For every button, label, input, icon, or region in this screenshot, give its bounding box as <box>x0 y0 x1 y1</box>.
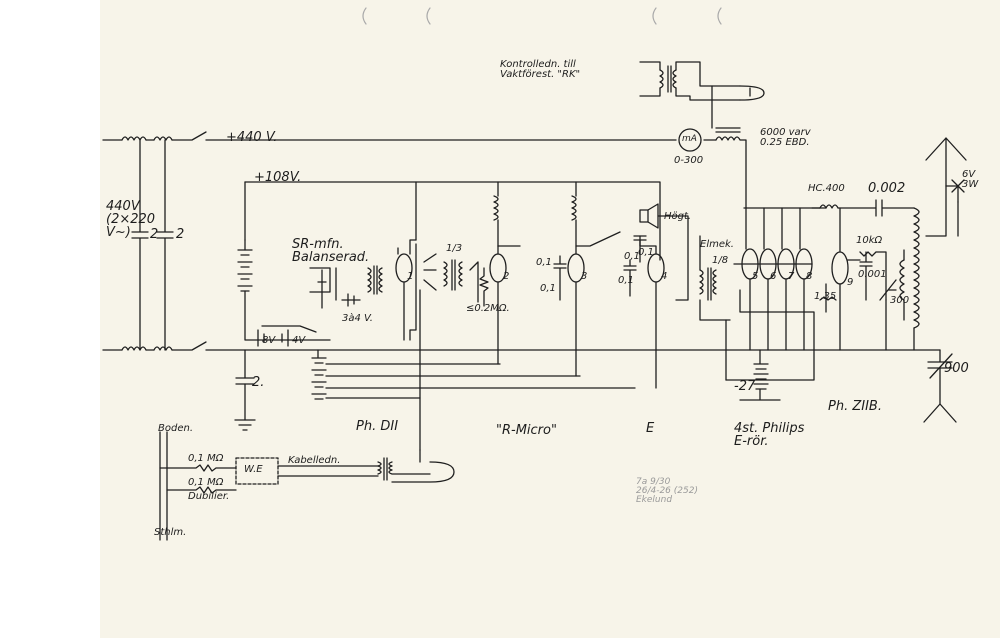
line-resistor-2: 0,1 MΩ <box>188 477 224 488</box>
filament-4v: 4V <box>292 335 306 346</box>
we-box-label: W.E <box>244 464 263 475</box>
pencil-notes: 7a 9/30 26/4-26 (252) Ekelund <box>636 477 698 505</box>
grid-leak-value: ≤0.2MΩ. <box>466 303 510 314</box>
tube-8-number: 8 <box>806 271 813 282</box>
cap-left-value: 2 <box>150 227 159 242</box>
filament-battery <box>257 325 317 347</box>
elmek-label: Elmek. <box>700 239 734 250</box>
bias-battery <box>311 349 636 400</box>
neg-bias-battery <box>739 349 781 401</box>
mains-capacitors <box>131 139 174 351</box>
filament-8v: 8V <box>262 335 276 346</box>
cap-0-1-a: 0,1 <box>536 257 552 268</box>
hv-battery <box>234 239 331 431</box>
cap-bottom: 2. <box>252 375 265 390</box>
loudspeaker <box>639 203 689 301</box>
elmek-transformer <box>699 235 731 321</box>
output-tubes <box>725 207 827 381</box>
res-1-35: 1,35 <box>814 291 837 302</box>
interstage-transformer <box>419 253 479 451</box>
dubilier-label: Dubilier. <box>188 491 230 502</box>
hc400-label: HC.400 <box>808 183 845 194</box>
meter-range: 0-300 <box>674 155 704 166</box>
sthlm-label: Sthlm. <box>154 527 187 538</box>
ratio-1-8: 1/8 <box>712 255 729 266</box>
tube-4-number: 4 <box>661 271 668 282</box>
ph-d2-label: Ph. DII <box>356 419 399 434</box>
tube-4 <box>623 235 665 389</box>
tube-6-number: 6 <box>770 271 777 282</box>
choke-spec: 6000 varv 0.25 EBD. <box>760 127 811 148</box>
ratio-1-3: 1/3 <box>446 243 463 254</box>
lv-supply-label: +108V. <box>254 170 302 185</box>
cap-0-1-e: 0,1 <box>618 275 634 286</box>
control-line-label: Kontrolledn. till Vaktförest. "RK" <box>500 59 581 80</box>
tube-5-number: 5 <box>752 271 759 282</box>
cap-0-1-c: 0,1 <box>624 251 640 262</box>
cap-0-001: 0.001 <box>858 269 887 280</box>
philips-tubes-label: 4st. Philips E-rör. <box>734 421 805 449</box>
cable-label: Kabelledn. <box>288 455 341 466</box>
supply-rails <box>102 131 941 351</box>
tube-2 <box>489 181 521 365</box>
resistor-10k: 10kΩ <box>856 235 883 246</box>
variable-capacitor-900 <box>923 349 957 423</box>
r-micro-label: "R-Micro" <box>496 423 557 438</box>
cap-300: 300 <box>890 295 910 306</box>
tube-3 <box>553 181 621 377</box>
cap-right-value: 2 <box>176 227 185 242</box>
mains-label: 440V (2×220 V~) <box>106 199 156 240</box>
tube-2-number: 2 <box>503 271 510 282</box>
cap-0-1-b: 0,1 <box>540 283 556 294</box>
punch-marks <box>362 7 722 25</box>
var-cap-value: 900 <box>944 361 969 376</box>
microphone-input <box>309 265 383 309</box>
loudspeaker-label: Högt. <box>664 211 692 222</box>
antenna <box>925 137 967 237</box>
line-circuit <box>159 431 455 541</box>
cap-0-1-d: 0,1 <box>638 247 654 258</box>
bias-value: -27 <box>734 379 756 394</box>
milliammeter <box>678 128 702 152</box>
ph-z2b-label: Ph. ZIIB. <box>828 399 882 414</box>
line-resistor-1: 0,1 MΩ <box>188 453 224 464</box>
tube-3-number: 3 <box>581 271 588 282</box>
tube-9 <box>819 207 897 351</box>
hc400-choke <box>811 199 915 217</box>
boden-label: Boden. <box>158 423 193 434</box>
mic-battery: 3à4 V. <box>342 313 373 324</box>
grid-leak-resistor <box>479 267 489 307</box>
meter-symbol: mA <box>682 134 697 144</box>
tube-1 <box>395 181 417 341</box>
paper-background <box>100 0 1000 638</box>
antenna-lamp: 6V 3W <box>962 169 979 190</box>
e-tube-label: E <box>646 421 655 436</box>
tube-1-number: 1 <box>407 271 414 282</box>
tube-9-number: 9 <box>847 277 854 288</box>
hv-supply-label: +440 V. <box>226 130 278 145</box>
tube-7-number: 7 <box>788 271 795 282</box>
antenna-coil <box>899 207 920 351</box>
microphone-label: SR-mfn. Balanserad. <box>292 237 370 265</box>
control-transformer <box>639 61 765 133</box>
cap-0-002: 0.002 <box>868 181 906 196</box>
